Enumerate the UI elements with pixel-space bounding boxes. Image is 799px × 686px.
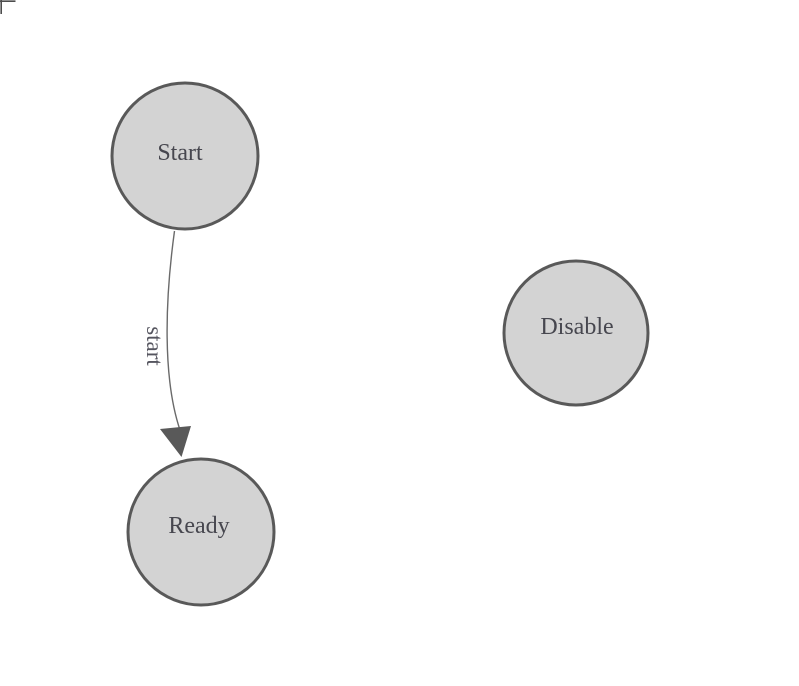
edge-start-ready[interactable]: start <box>142 230 191 457</box>
node-disable-label: Disable <box>540 314 613 340</box>
node-ready-label: Ready <box>168 513 229 539</box>
edge-arrowhead-icon <box>160 426 191 457</box>
node-disable[interactable]: Disable <box>502 259 650 407</box>
node-start-circle[interactable] <box>110 81 260 231</box>
node-start-label: Start <box>157 140 203 166</box>
edge-path[interactable] <box>166 230 181 431</box>
canvas-corner-mark <box>0 0 16 14</box>
node-disable-circle[interactable] <box>502 259 650 407</box>
edge-label: start <box>142 326 167 366</box>
node-start[interactable]: Start <box>110 81 260 231</box>
node-ready-circle[interactable] <box>126 457 276 607</box>
node-ready[interactable]: Ready <box>126 457 276 607</box>
